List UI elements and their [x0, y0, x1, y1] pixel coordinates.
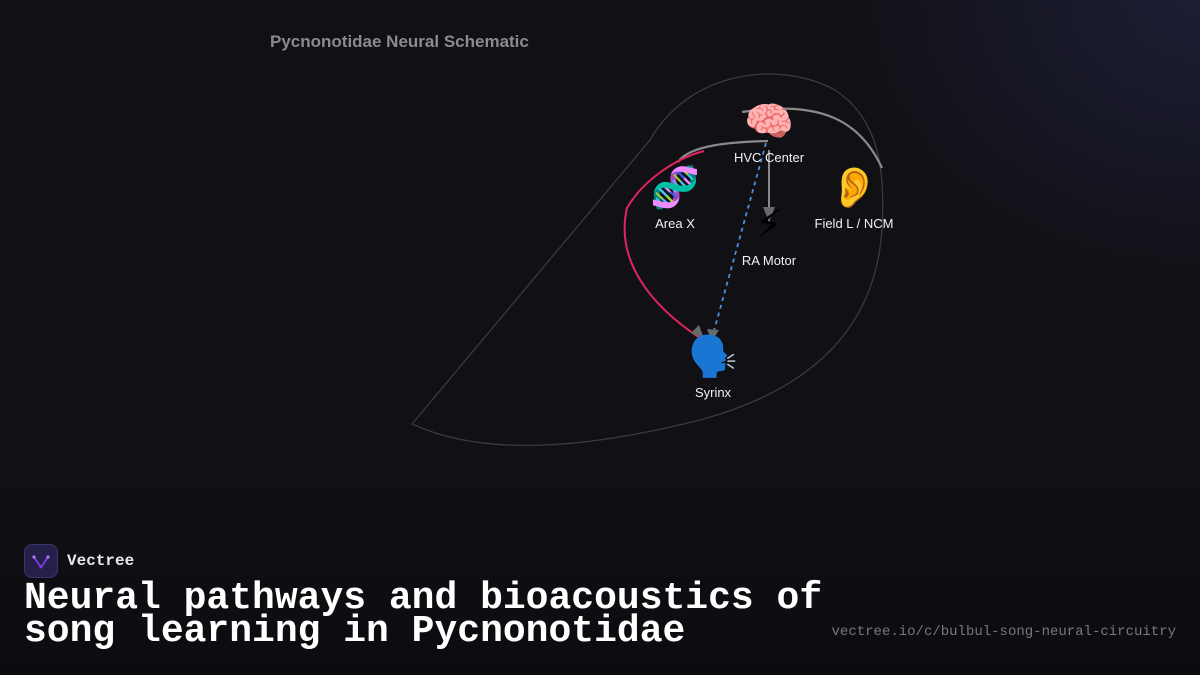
- edge-hvc-to-areax: [677, 139, 769, 163]
- lightning-icon: ⚡: [754, 202, 784, 248]
- source-url[interactable]: vectree.io/c/bulbul-song-neural-circuitr…: [831, 624, 1176, 640]
- arrowhead-syrinx-pink: [691, 325, 704, 339]
- headline-line-1: Neural pathways and bioacoustics of: [24, 577, 823, 620]
- node-field-l-ncm[interactable]: 👂 Field L / NCM: [794, 166, 914, 231]
- brain-icon: 🧠: [744, 99, 794, 145]
- brand[interactable]: Vectree: [24, 544, 134, 578]
- node-hvc-center[interactable]: 🧠 HVC Center: [709, 100, 829, 165]
- headline: Neural pathways and bioacoustics of song…: [24, 577, 824, 653]
- dna-icon: 🧬: [650, 165, 700, 211]
- bird-outline: [410, 73, 884, 447]
- node-label: Syrinx: [694, 385, 732, 400]
- node-label: Area X: [655, 216, 695, 231]
- ear-icon: 👂: [829, 165, 879, 211]
- edge-hvc-to-syrinx: [711, 142, 767, 339]
- node-area-x[interactable]: 🧬 Area X: [615, 166, 735, 231]
- edge-field-to-hvc: [741, 107, 883, 169]
- node-syrinx[interactable]: 🗣️ Syrinx: [653, 335, 773, 400]
- arrowhead-ra: [763, 207, 775, 222]
- node-label: Field L / NCM: [814, 216, 894, 231]
- node-label: HVC Center: [733, 150, 805, 165]
- node-ra-motor[interactable]: ⚡ RA Motor: [709, 203, 829, 268]
- diagram-title: Pycnonotidae Neural Schematic: [270, 32, 529, 51]
- node-label: RA Motor: [741, 253, 797, 268]
- brand-name: Vectree: [67, 552, 135, 570]
- headline-line-2: song learning in Pycnonotidae: [24, 610, 686, 653]
- vectree-logo-icon: [24, 544, 58, 578]
- speaking-head-icon: 🗣️: [688, 334, 738, 380]
- arrowhead-syrinx-blue: [707, 329, 719, 341]
- edge-areax-to-syrinx: [623, 150, 705, 339]
